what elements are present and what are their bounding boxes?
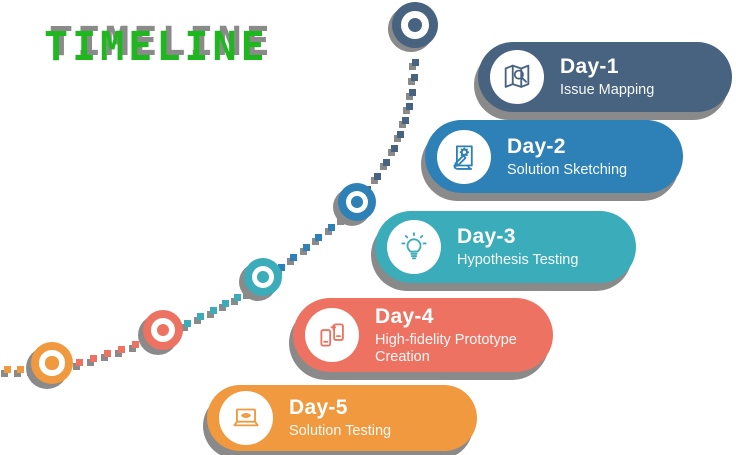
milestone-node-day-4 <box>143 310 183 350</box>
path-dot <box>328 224 335 231</box>
node-ring <box>345 190 369 214</box>
path-dot <box>391 145 398 152</box>
node-ring <box>39 350 65 376</box>
day-label: Day-1 <box>560 55 619 79</box>
timeline-card-day-3: Day-3 Hypothesis Testing <box>375 211 636 283</box>
node-core <box>45 356 59 370</box>
path-dot <box>222 300 229 307</box>
day-label: Day-4 <box>375 304 434 328</box>
node-ring <box>151 318 175 342</box>
day-subtitle: Solution Sketching <box>507 161 628 178</box>
day-label: Day-5 <box>289 396 348 420</box>
day-label: Day-3 <box>457 225 516 249</box>
milestone-node-day-2 <box>338 183 376 221</box>
day-subtitle: Hypothesis Testing <box>457 252 579 269</box>
timeline-card-day-5: Day-5 Solution Testing <box>207 385 477 451</box>
path-dot <box>290 254 297 261</box>
node-ring <box>401 11 429 39</box>
sketch-pencil-gear-icon <box>437 129 491 184</box>
path-dot <box>397 131 404 138</box>
node-core <box>257 271 269 283</box>
path-dot <box>4 366 11 373</box>
path-dot <box>412 59 419 66</box>
path-dot <box>340 214 347 221</box>
path-dot <box>411 74 418 81</box>
path-dot <box>132 341 139 348</box>
path-dot <box>383 159 390 166</box>
day-label: Day-2 <box>507 134 566 158</box>
path-dot <box>246 288 253 295</box>
path-dot <box>409 89 416 96</box>
node-core <box>351 196 363 208</box>
milestone-node-day-5 <box>31 342 73 384</box>
page-title: TIMELINE <box>44 24 269 70</box>
day-subtitle: Issue Mapping <box>560 82 655 99</box>
node-core <box>407 17 423 33</box>
path-dot <box>374 173 381 180</box>
path-dot <box>406 103 413 110</box>
path-dot <box>234 294 241 301</box>
node-core <box>156 323 170 337</box>
path-dot <box>76 359 83 366</box>
milestone-node-day-1 <box>392 2 438 48</box>
timeline-card-day-1: Day-1 Issue Mapping <box>478 42 732 112</box>
timeline-card-day-2: Day-2 Solution Sketching <box>425 120 683 193</box>
path-dot <box>118 346 125 353</box>
path-dot <box>315 234 322 241</box>
path-dot <box>402 117 409 124</box>
lightbulb-icon <box>387 220 441 274</box>
laptop-eye-icon <box>219 391 273 445</box>
path-dot <box>210 307 217 314</box>
path-dot <box>17 366 24 373</box>
path-dot <box>184 320 191 327</box>
day-subtitle: Solution Testing <box>289 423 392 440</box>
map-search-icon <box>490 50 544 104</box>
path-dot <box>104 350 111 357</box>
day-subtitle: High-fidelity Prototype Creation <box>375 331 517 365</box>
timeline-card-day-4: Day-4 High-fidelity Prototype Creation <box>293 298 553 372</box>
milestone-node-day-3 <box>244 258 282 296</box>
path-dot <box>197 313 204 320</box>
prototype-phones-icon <box>305 308 359 362</box>
path-dot <box>303 244 310 251</box>
node-ring <box>251 265 275 289</box>
path-dot <box>90 355 97 362</box>
path-dot <box>278 264 285 271</box>
